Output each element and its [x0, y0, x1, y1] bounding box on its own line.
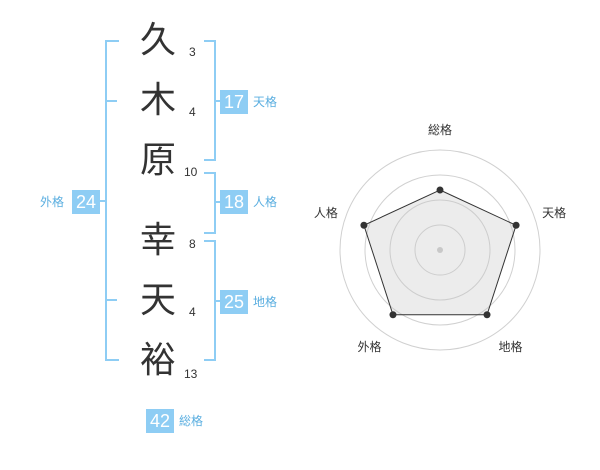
- jinkaku-connector: [214, 201, 222, 203]
- radar-center: [437, 247, 443, 253]
- stroke-count-3: 10: [184, 165, 198, 179]
- radar-axis-label-1: 総格: [428, 122, 452, 137]
- radar-series-polygon: [363, 189, 517, 316]
- radar-axis-label-5: 人格: [314, 205, 338, 220]
- radar-point-1: [436, 186, 444, 194]
- radar-axis-label-2: 天格: [542, 205, 566, 220]
- jinkaku-value: 18: [220, 190, 248, 214]
- name-char-6: 裕: [139, 340, 176, 381]
- radar-point-5: [360, 221, 368, 229]
- gaikaku-label: 外格: [40, 195, 65, 209]
- name-char-4: 幸: [139, 220, 176, 261]
- gaikaku-bracket-tick: [105, 299, 117, 301]
- gaikaku-connector: [96, 200, 106, 202]
- chikaku-value: 25: [220, 290, 248, 314]
- chikaku-connector: [214, 300, 222, 302]
- stroke-count-2: 4: [189, 105, 196, 119]
- radar-point-3: [483, 311, 491, 319]
- tenkaku-value: 17: [220, 90, 248, 114]
- chikaku-label: 地格: [253, 295, 278, 309]
- tenkaku-connector: [214, 100, 222, 102]
- jinkaku-label: 人格: [253, 195, 278, 209]
- gaikaku-value: 24: [72, 190, 100, 214]
- name-char-1: 久: [139, 20, 176, 61]
- stroke-count-6: 13: [184, 367, 198, 381]
- name-char-3: 原: [139, 140, 176, 181]
- jinkaku-bracket: [204, 172, 216, 234]
- radar-ring: [414, 224, 466, 276]
- stroke-count-5: 4: [189, 305, 196, 319]
- gaikaku-bracket: [105, 40, 119, 361]
- radar-ring: [389, 199, 491, 301]
- stroke-count-4: 8: [189, 237, 196, 251]
- name-char-2: 木: [139, 80, 176, 121]
- radar-point-4: [389, 311, 397, 319]
- tenkaku-label: 天格: [253, 95, 278, 109]
- gaikaku-bracket-tick: [105, 100, 117, 102]
- radar-ring: [339, 149, 541, 351]
- radar-ring: [364, 174, 516, 326]
- soukaku-label: 総格: [179, 414, 204, 428]
- name-char-5: 天: [139, 280, 176, 321]
- soukaku-value: 42: [146, 409, 174, 433]
- radar-point-2: [512, 221, 520, 229]
- radar-axis-label-3: 地格: [499, 339, 523, 354]
- radar-axis-label-4: 外格: [357, 339, 381, 354]
- stroke-count-1: 3: [189, 45, 196, 59]
